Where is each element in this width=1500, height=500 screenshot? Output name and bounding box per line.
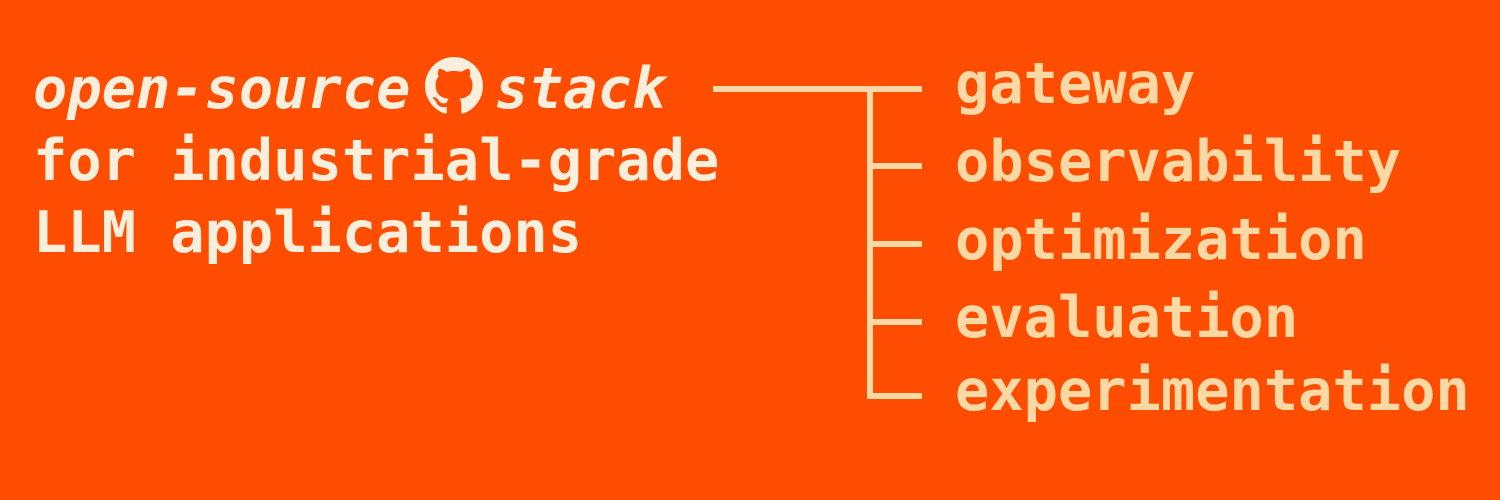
headline-line-2: for industrial-grade bbox=[33, 128, 720, 194]
tree-branch-line-optimization bbox=[867, 241, 922, 247]
tree-item-experimentation: experimentation bbox=[955, 358, 1470, 424]
tree-branch-line-evaluation bbox=[867, 319, 922, 325]
headline-to-tree-connector-line bbox=[713, 86, 922, 92]
tree-branch-line-observability bbox=[867, 163, 922, 169]
headline: open-source stack for industrial-grade LL… bbox=[33, 53, 719, 269]
github-octocat-mark-icon bbox=[424, 57, 483, 115]
headline-line1-pre: open-source bbox=[33, 56, 411, 122]
tree-branch-line-experimentation bbox=[867, 393, 922, 399]
tree-item-gateway: gateway bbox=[955, 51, 1196, 117]
headline-line1-post: stack bbox=[494, 56, 667, 122]
headline-line-1: open-source stack bbox=[33, 53, 719, 125]
tree-item-evaluation: evaluation bbox=[955, 285, 1299, 351]
tree-item-observability: observability bbox=[955, 129, 1402, 195]
tree-item-optimization: optimization bbox=[955, 207, 1367, 273]
headline-line-3: LLM applications bbox=[33, 200, 583, 266]
